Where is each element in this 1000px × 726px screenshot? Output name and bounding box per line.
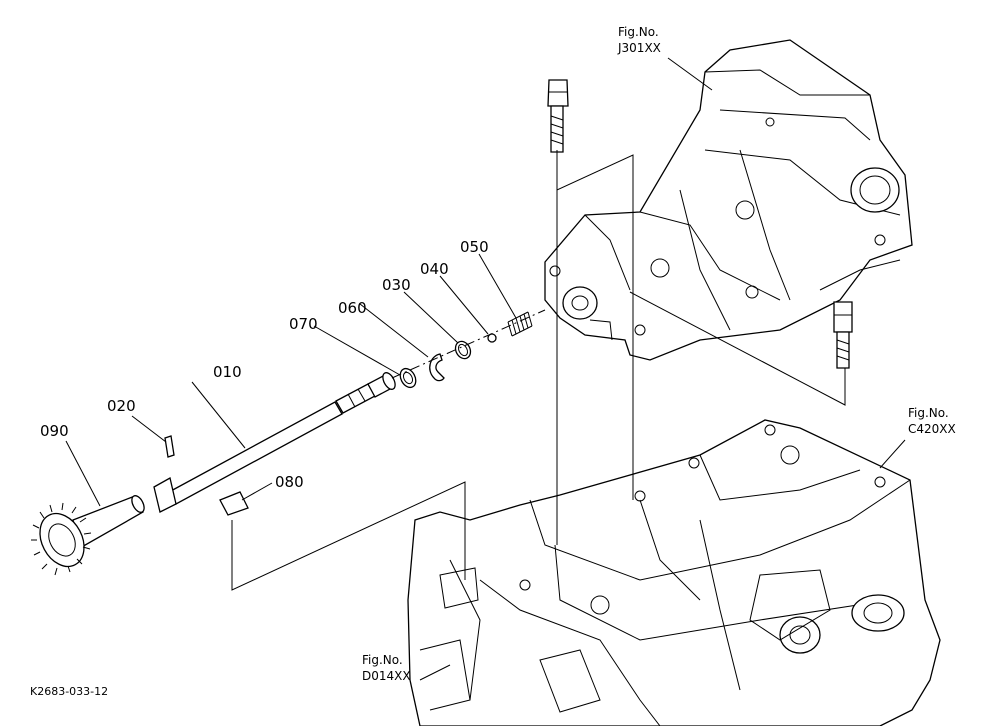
key-080-drawing [219,491,249,516]
lower-housing-drawing [407,419,941,726]
part-label-080: 080 [275,473,304,491]
ref-code-c420xx: C420XX [908,422,956,436]
ref-prefix-c420xx: Fig.No. [908,406,949,420]
oring-030-drawing [454,340,472,360]
part-label-010: 010 [213,363,242,381]
assembly-center-line [391,309,546,379]
part-label-030: 030 [382,276,411,294]
assembly-lines [231,150,846,591]
top-bolt-drawing [547,79,569,153]
spring-050-drawing [507,311,533,337]
ref-code-d014xx: D014XX [362,669,411,683]
knob-090-drawing [31,495,145,576]
part-label-060: 060 [338,299,367,317]
part-label-020: 020 [107,397,136,415]
ref-prefix-d014xx: Fig.No. [362,653,403,667]
ref-prefix-j301xx: Fig.No. [618,25,659,39]
part-label-040: 040 [420,260,449,278]
part-label-090: 090 [40,422,69,440]
part-label-070: 070 [289,315,318,333]
side-bolt-drawing [833,301,853,369]
clip-060-drawing [429,353,445,382]
upper-housing-drawing [544,39,913,361]
part-label-050: 050 [460,238,489,256]
pin-020-drawing [164,435,175,458]
washer-070-drawing [399,367,417,389]
ref-code-j301xx: J301XX [617,41,661,55]
shaft-010-drawing [153,372,396,513]
drawing-code: K2683-033-12 [30,685,108,698]
leader-lines [65,57,906,681]
